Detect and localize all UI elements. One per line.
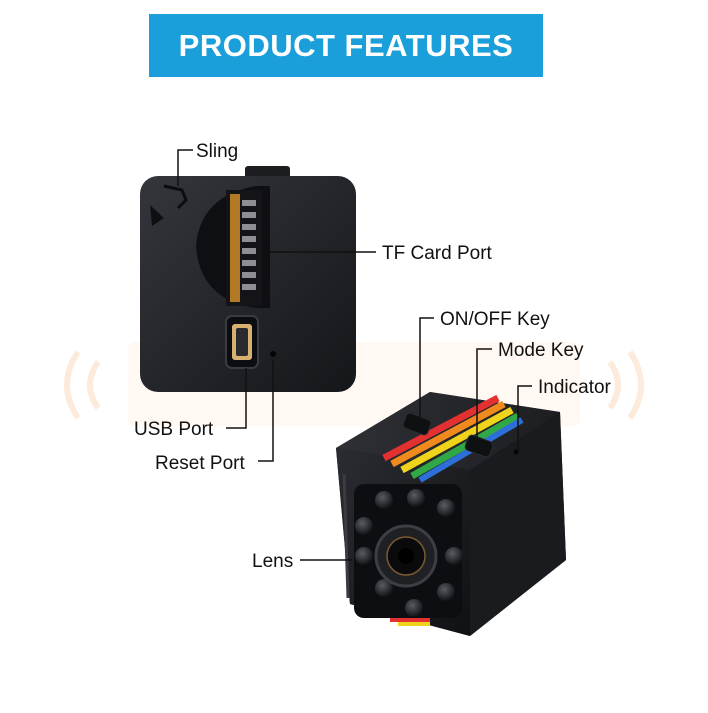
on-off-key-label: ON/OFF Key: [440, 309, 550, 330]
header-banner: PRODUCT FEATURES: [149, 14, 543, 77]
on-off-callout-line: [419, 317, 434, 424]
reset-callout-line: [258, 360, 274, 462]
camera-front-view-icon: [336, 392, 566, 636]
sling-label: Sling: [196, 141, 239, 162]
reset-port-label: Reset Port: [155, 453, 245, 474]
camera-back-view-icon: [140, 166, 356, 392]
mode-key-label: Mode Key: [498, 340, 584, 361]
usb-port-label: USB Port: [134, 419, 214, 440]
callout-lines: [177, 149, 532, 561]
indicator-callout-line: [517, 385, 532, 450]
mode-key-callout-line: [476, 348, 492, 450]
indicator-label: Indicator: [538, 377, 611, 398]
sling-callout-line: [177, 149, 193, 186]
lens-label: Lens: [252, 551, 294, 572]
tf-card-port-label: TF Card Port: [382, 243, 492, 264]
usb-callout-line: [226, 368, 247, 429]
page-title: PRODUCT FEATURES: [178, 27, 514, 63]
